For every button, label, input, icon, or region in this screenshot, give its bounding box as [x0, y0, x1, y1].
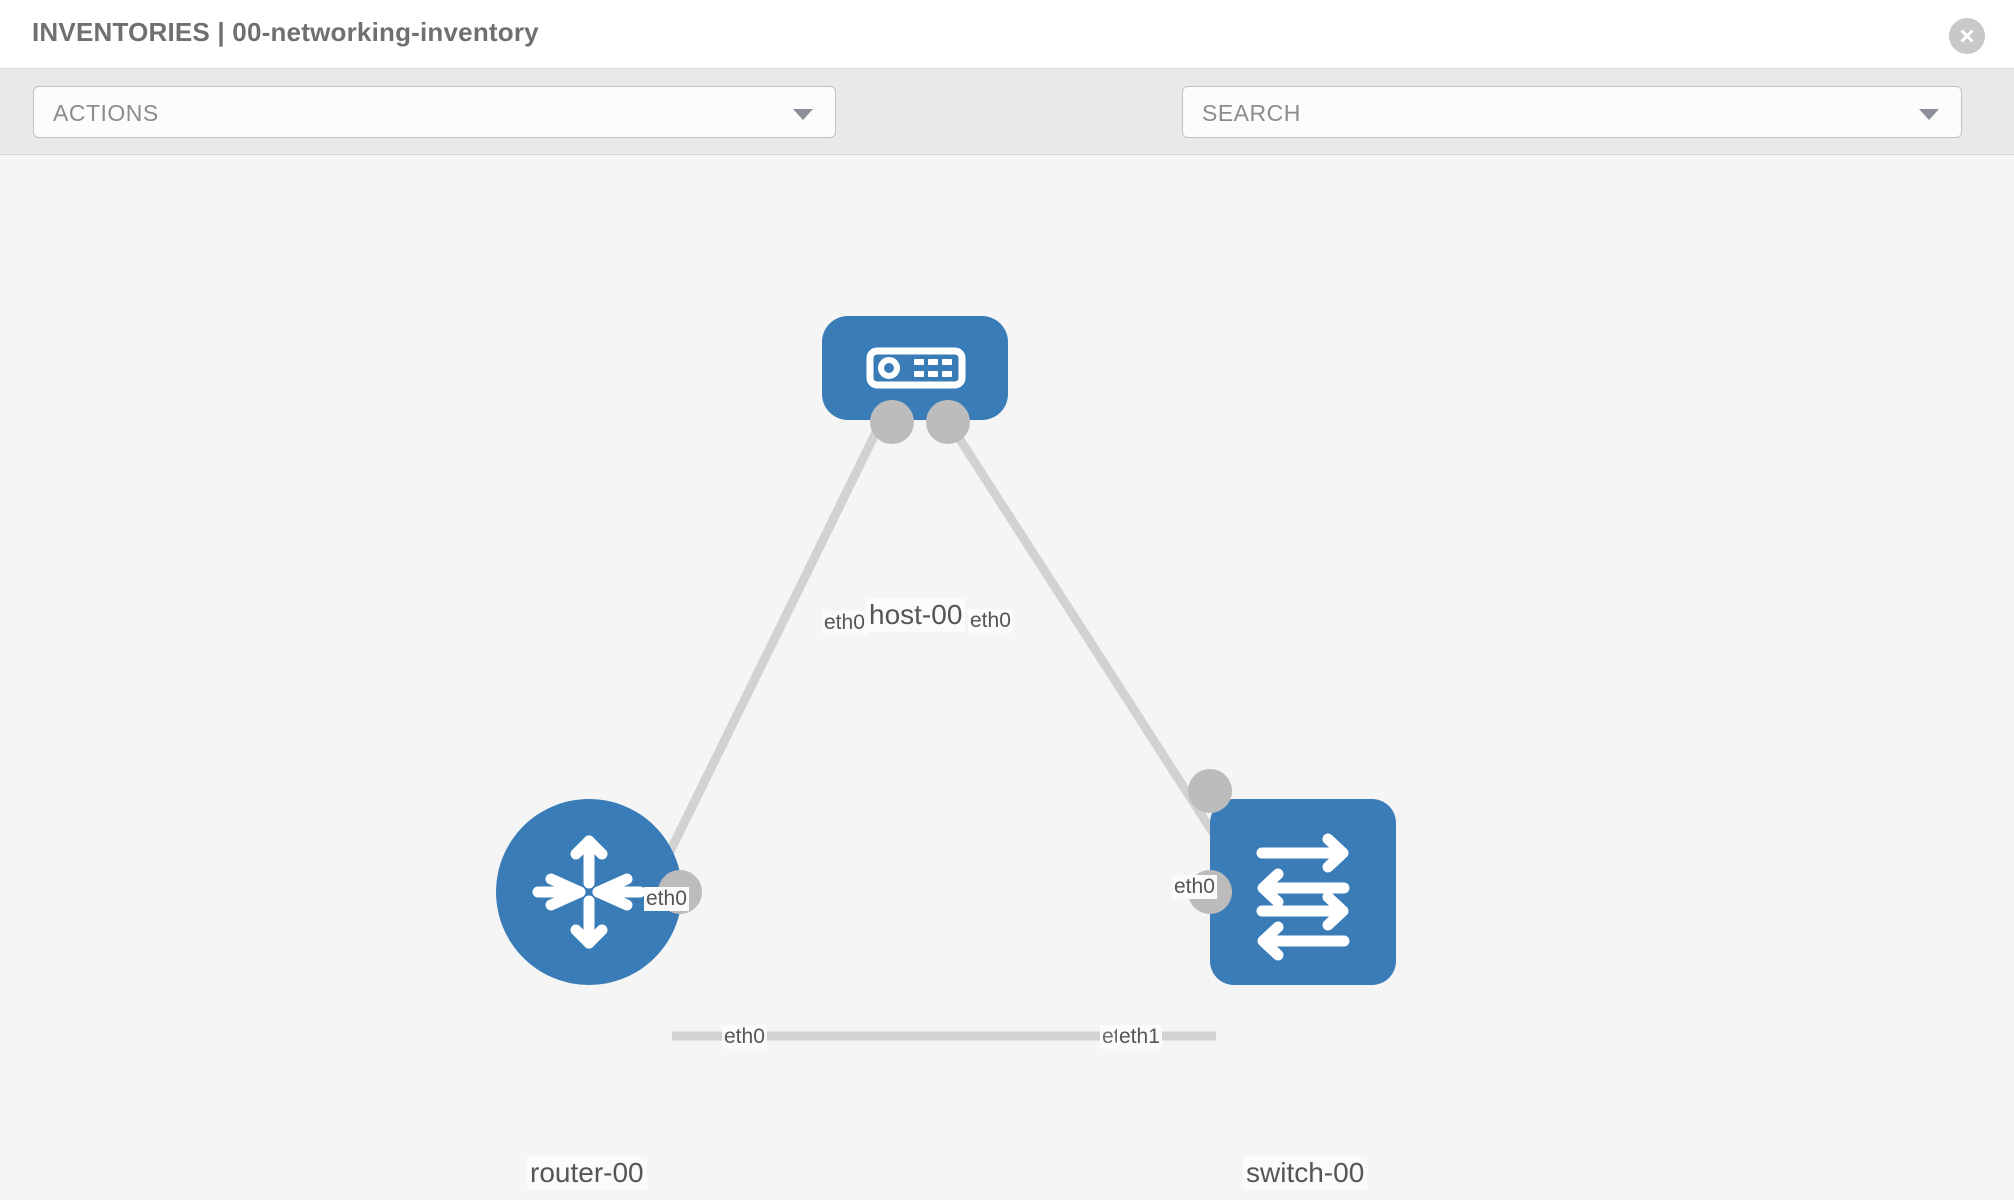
topology-node-host-00[interactable] — [822, 316, 1008, 444]
edge-label-router-eth0-up: eth0 — [644, 887, 689, 911]
chevron-down-icon[interactable] — [1919, 109, 1939, 120]
search-input[interactable]: SEARCH — [1182, 86, 1962, 138]
edge-host-router — [655, 422, 885, 874]
topology-node-switch-00[interactable] — [1188, 769, 1396, 985]
edge-host-switch — [946, 421, 1232, 859]
server-icon — [866, 347, 966, 389]
edge-label-switch-eth1-side: eth1 — [1117, 1025, 1162, 1049]
connector-handle-switch-eth0[interactable] — [1188, 769, 1232, 813]
actions-dropdown[interactable]: ACTIONS — [33, 86, 836, 138]
router-arrows-icon — [532, 835, 646, 949]
edge-label-host-eth0-left: eth0 — [822, 611, 867, 635]
connector-handle-host-eth0-right[interactable] — [926, 400, 970, 444]
search-placeholder: SEARCH — [1202, 100, 1301, 126]
edge-label-host-eth0-right: eth0 — [968, 609, 1013, 633]
edge-label-switch-eth0-up: eth0 — [1172, 875, 1217, 899]
node-label-switch-00: switch-00 — [1243, 1156, 1368, 1190]
topology-canvas[interactable]: host-00 router-00 switch-00 eth0 eth0 et… — [0, 156, 2014, 1200]
toolbar: ACTIONS SEARCH — [0, 69, 2014, 202]
node-label-host-00: host-00 — [866, 598, 966, 632]
connector-handle-host-eth0-left[interactable] — [870, 400, 914, 444]
topology-edges — [655, 421, 1232, 1041]
edge-label-router-eth0-side: eth0 — [722, 1025, 767, 1049]
close-icon[interactable] — [1949, 18, 1985, 54]
page-title: INVENTORIES | 00-networking-inventory — [32, 17, 539, 47]
chevron-down-icon — [793, 109, 813, 120]
page-header: INVENTORIES | 00-networking-inventory — [0, 0, 2014, 69]
switch-arrows-icon — [1256, 833, 1350, 961]
node-label-router-00: router-00 — [527, 1156, 647, 1190]
actions-dropdown-label: ACTIONS — [53, 100, 159, 126]
